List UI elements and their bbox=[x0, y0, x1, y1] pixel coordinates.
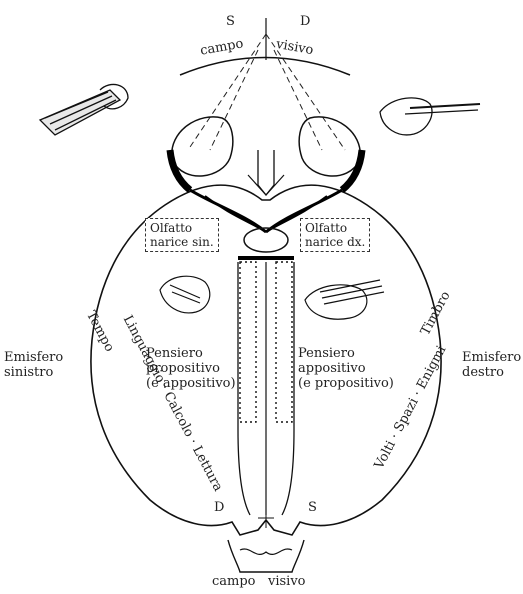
olfaction-left-box: Olfatto narice sin. bbox=[145, 218, 219, 252]
olfaction-left-line-1: Olfatto bbox=[150, 221, 214, 235]
right-hemisphere-inner bbox=[282, 262, 294, 515]
olfaction-right-line-1: Olfatto bbox=[305, 221, 365, 235]
left-hand-icon bbox=[40, 84, 128, 135]
hemisphere-right-label: Emisfero destro bbox=[462, 350, 521, 380]
projection-line-right-inner bbox=[274, 50, 322, 150]
thought-right-label: Pensiero appositivo (e propositivo) bbox=[298, 346, 394, 391]
thought-right-line-3: (e propositivo) bbox=[298, 376, 394, 391]
callosum-left-band bbox=[240, 262, 256, 422]
bottom-left-side-label: D bbox=[214, 500, 224, 515]
right-eye-region bbox=[299, 117, 360, 176]
thought-right-line-1: Pensiero bbox=[298, 346, 394, 361]
callosum-right-band bbox=[276, 262, 292, 422]
olfaction-left-line-2: narice sin. bbox=[150, 235, 214, 249]
hemisphere-right-line-2: destro bbox=[462, 365, 521, 380]
bottom-field-frame bbox=[228, 540, 304, 572]
hemisphere-left-label: Emisfero sinistro bbox=[4, 350, 63, 380]
projection-line-left-inner bbox=[210, 50, 258, 150]
top-left-side-label: S bbox=[226, 14, 235, 29]
thought-left-line-1: Pensiero bbox=[146, 346, 236, 361]
hemisphere-right-line-1: Emisfero bbox=[462, 350, 521, 365]
chiasm-inner bbox=[248, 175, 284, 195]
hemisphere-left-line-2: sinistro bbox=[4, 365, 63, 380]
left-mid-hand-icon bbox=[160, 276, 210, 313]
bottom-field-left-label: campo bbox=[212, 574, 256, 589]
top-right-side-label: D bbox=[300, 14, 310, 29]
hemisphere-left-line-1: Emisfero bbox=[4, 350, 63, 365]
right-hand-icon bbox=[380, 98, 480, 135]
right-mid-hand-icon bbox=[305, 280, 384, 319]
visual-field-arc bbox=[180, 58, 350, 76]
thought-right-line-2: appositivo bbox=[298, 361, 394, 376]
bottom-field-right-label: visivo bbox=[268, 574, 306, 589]
olfaction-right-box: Olfatto narice dx. bbox=[300, 218, 370, 252]
bottom-right-side-label: S bbox=[308, 500, 317, 515]
left-eye-region bbox=[172, 117, 233, 176]
bottom-field-wave bbox=[240, 549, 292, 554]
olfaction-right-line-2: narice dx. bbox=[305, 235, 365, 249]
